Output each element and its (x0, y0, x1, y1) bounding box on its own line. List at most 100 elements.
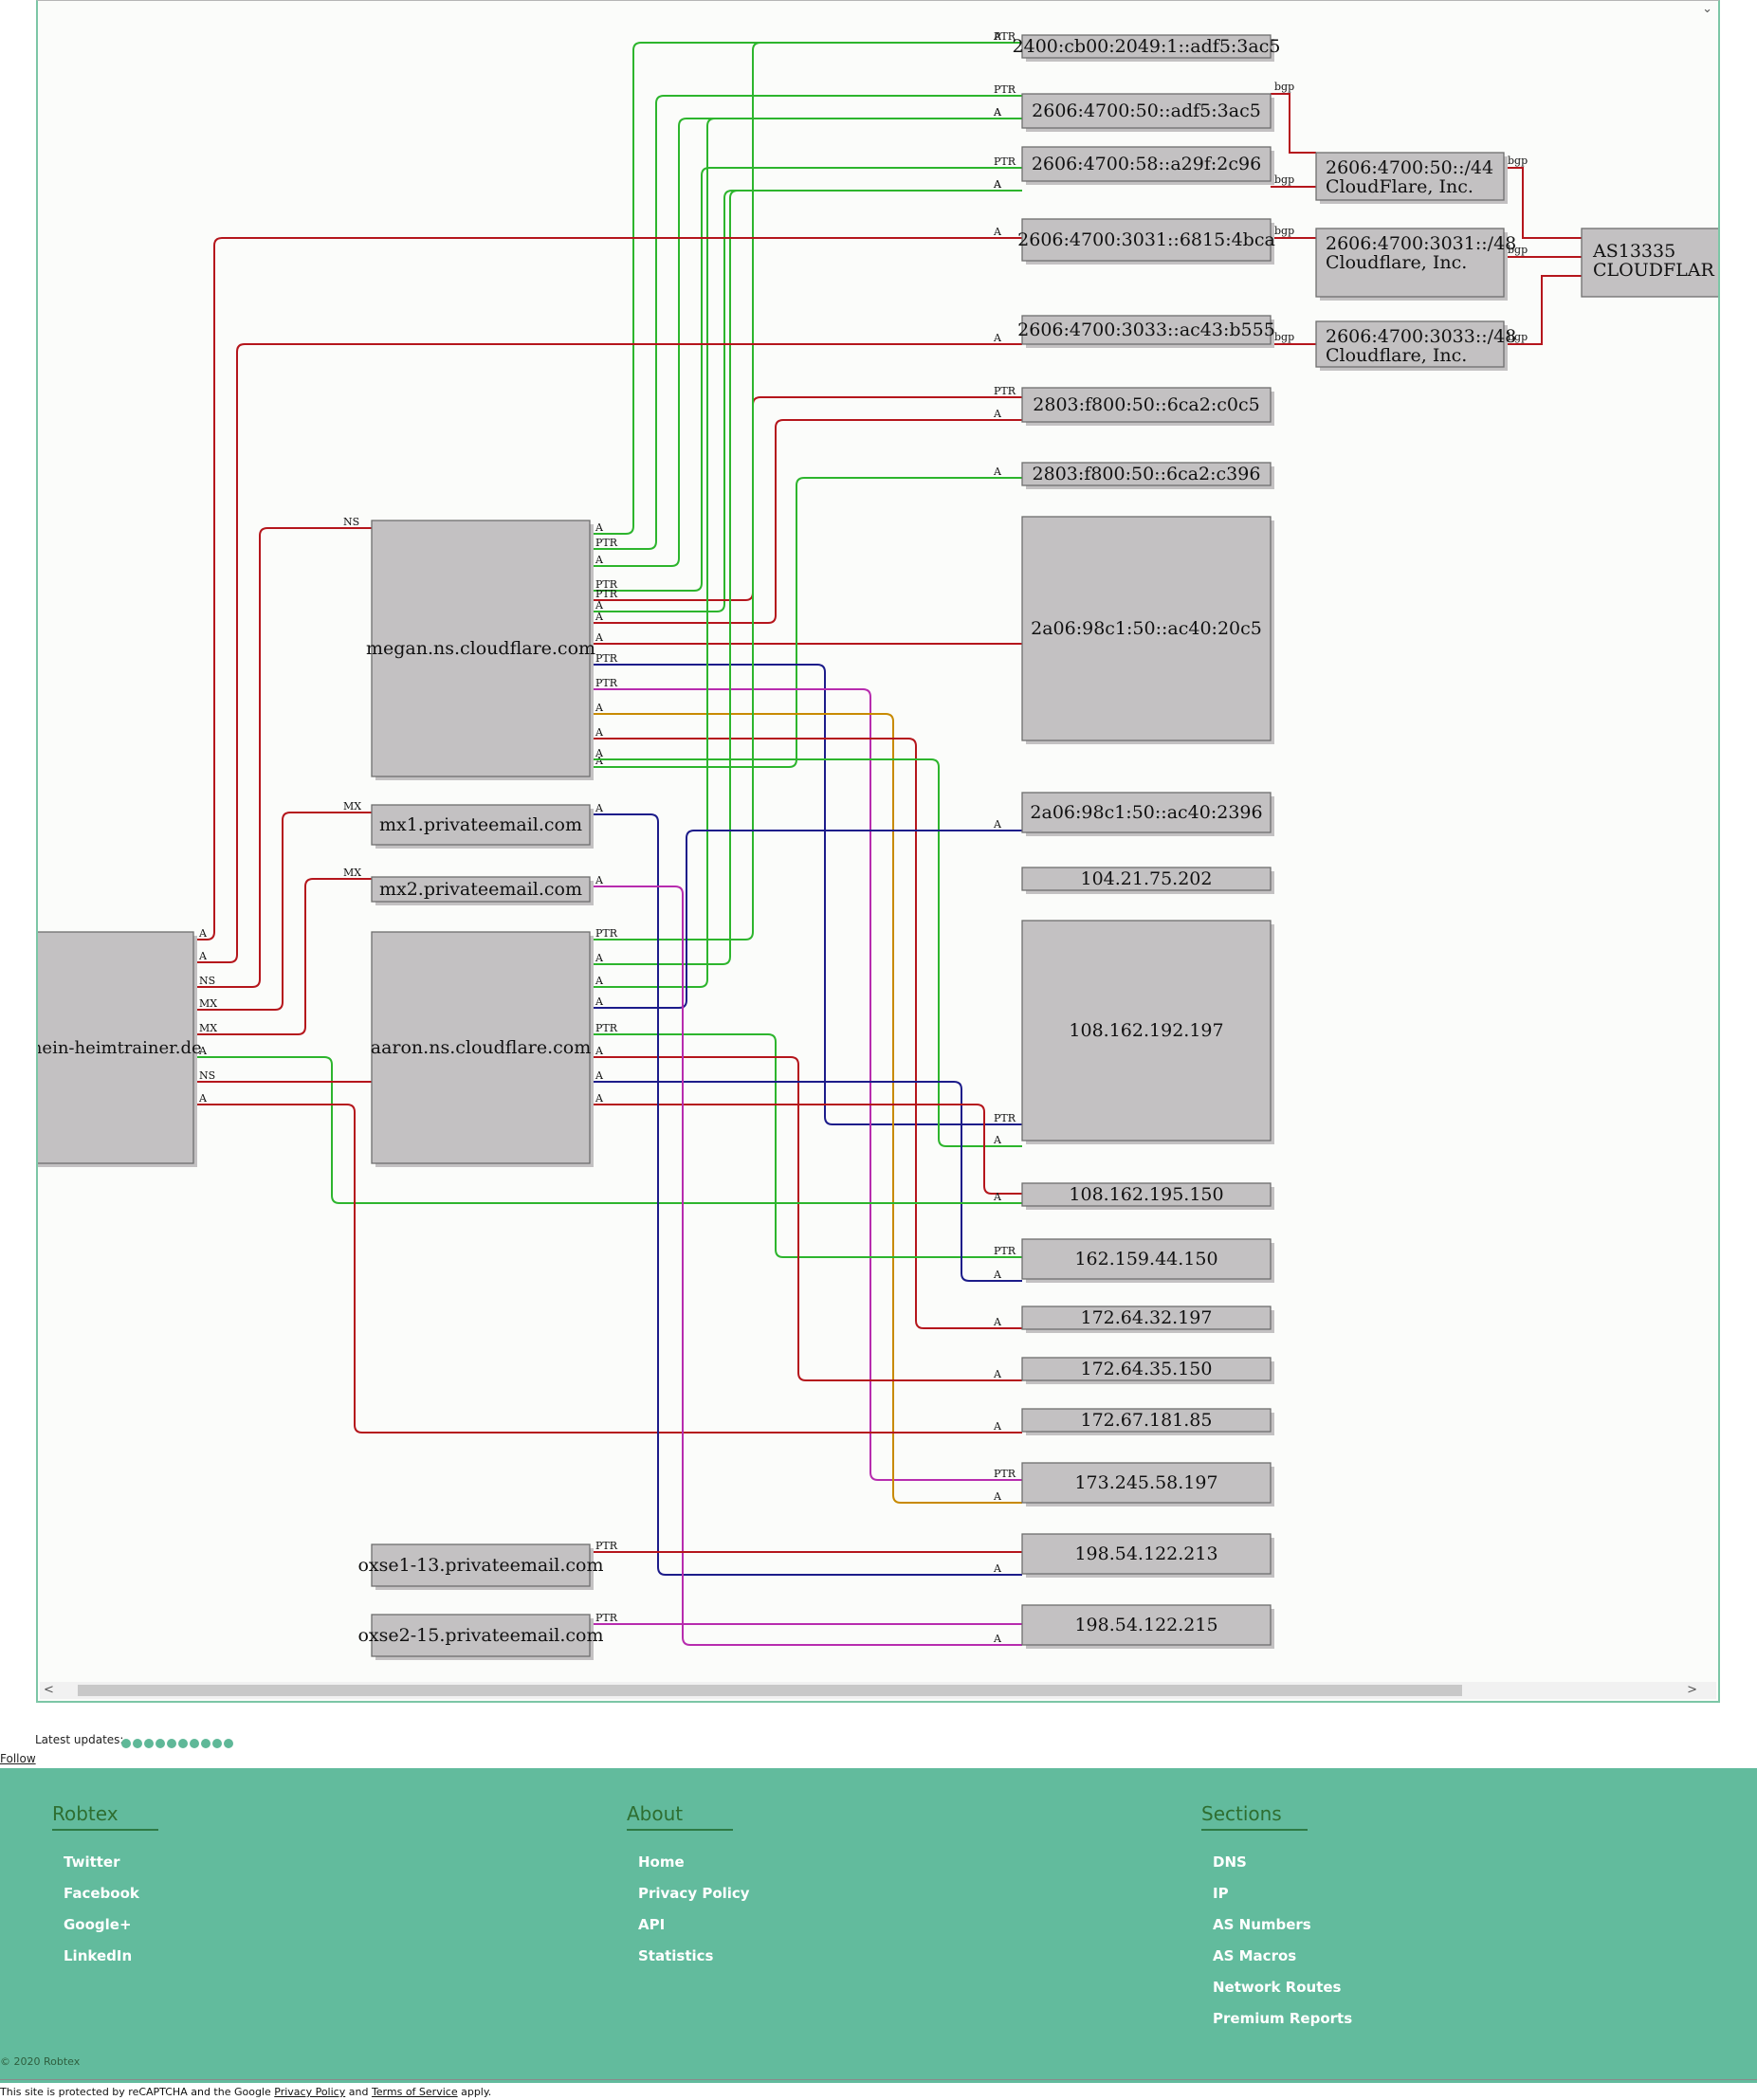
node-label: 2803:f800:50::6ca2:c396 (1033, 464, 1261, 484)
node-label: 2a06:98c1:50::ac40:20c5 (1031, 618, 1262, 639)
google-plus-link[interactable]: Google+ (64, 1916, 132, 1933)
node-label: 108.162.192.197 (1069, 1020, 1223, 1041)
dns-link[interactable]: DNS (1213, 1853, 1247, 1871)
node-label: mx2.privateemail.com (379, 879, 582, 900)
ip-node[interactable]: 2606:4700:3031::6815:4bca (1017, 218, 1275, 265)
privacy-policy-link[interactable]: Privacy Policy (638, 1885, 750, 1902)
edge-label: PTR (595, 927, 618, 940)
ip-node[interactable]: 2803:f800:50::6ca2:c0c5 (1021, 387, 1274, 426)
mail-node[interactable]: oxse1-13.privateemail.com (357, 1543, 604, 1590)
premium-reports-link[interactable]: Premium Reports (1213, 2010, 1353, 2027)
as-macros-link[interactable]: AS Macros (1213, 1947, 1297, 1964)
edge-label: MX (343, 867, 361, 879)
domain-node[interactable]: mein-heimtrainer.de (38, 931, 202, 1167)
update-dot[interactable] (190, 1739, 199, 1748)
scroll-left-arrow-icon[interactable]: < (44, 1683, 54, 1697)
linkedin-link[interactable]: LinkedIn (64, 1947, 133, 1964)
ip-node[interactable]: 198.54.122.213 (1021, 1533, 1274, 1578)
google-terms-link[interactable]: Terms of Service (371, 2086, 458, 2098)
mail-node[interactable]: mx2.privateemail.com (371, 876, 594, 905)
dns-edge (590, 419, 1022, 624)
edge-label: A (595, 521, 604, 534)
ip-node[interactable]: 173.245.58.197 (1021, 1462, 1274, 1507)
update-dot[interactable] (121, 1739, 131, 1748)
twitter-link[interactable]: Twitter (64, 1853, 120, 1871)
ip-node[interactable]: 2a06:98c1:50::ac40:2396 (1021, 792, 1274, 836)
ip-node[interactable]: 104.21.75.202 (1021, 867, 1274, 894)
node-label: oxse2-15.privateemail.com (357, 1625, 603, 1646)
ip-node[interactable]: 198.54.122.215 (1021, 1604, 1274, 1649)
edge-label: PTR (994, 385, 1016, 397)
edge-label: PTR (595, 1022, 618, 1034)
ip-node[interactable]: 172.64.32.197 (1021, 1306, 1274, 1333)
google-privacy-link[interactable]: Privacy Policy (274, 2086, 346, 2098)
ip-node[interactable]: 108.162.195.150 (1021, 1182, 1274, 1210)
update-dots[interactable] (121, 1734, 235, 1752)
edge-label: A (993, 1490, 1002, 1503)
ip-node[interactable]: 172.64.35.150 (1021, 1357, 1274, 1384)
edge-label: NS (199, 975, 215, 987)
ip-node[interactable]: 172.67.181.85 (1021, 1408, 1274, 1435)
edge-label: A (993, 226, 1002, 238)
update-dot[interactable] (212, 1739, 222, 1748)
footer-column-sections: Sections DNS IP AS Numbers AS Macros Net… (1201, 1802, 1352, 2041)
api-link[interactable]: API (638, 1916, 666, 1933)
ip-node[interactable]: 2a06:98c1:50::ac40:20c5 (1021, 516, 1274, 744)
edge-label: NS (343, 516, 359, 528)
ip-node[interactable]: 2400:cb00:2049:1::adf5:3ac5 (1013, 34, 1281, 62)
mail-node[interactable]: oxse2-15.privateemail.com (357, 1614, 604, 1660)
node-label: mx1.privateemail.com (379, 814, 582, 835)
node-label: oxse1-13.privateemail.com (357, 1555, 603, 1576)
scroll-right-arrow-icon[interactable]: > (1687, 1683, 1697, 1697)
edge-label: A (993, 106, 1002, 119)
node-label: 172.64.35.150 (1080, 1359, 1212, 1379)
edge-label: MX (199, 997, 217, 1010)
node-label: 173.245.58.197 (1074, 1472, 1217, 1493)
as-numbers-link[interactable]: AS Numbers (1213, 1916, 1311, 1933)
update-dot[interactable] (133, 1739, 142, 1748)
scrollbar-thumb[interactable] (78, 1685, 1462, 1696)
scroll-down-arrow-icon[interactable]: ⌄ (1702, 2, 1712, 16)
update-dot[interactable] (144, 1739, 154, 1748)
nameserver-node[interactable]: megan.ns.cloudflare.com (366, 520, 595, 780)
ip-node[interactable]: 2606:4700:50::adf5:3ac5 (1021, 93, 1274, 132)
facebook-link[interactable]: Facebook (64, 1885, 139, 1902)
as-number: AS13335 (1592, 241, 1675, 262)
update-dot[interactable] (224, 1739, 233, 1748)
ip-node[interactable]: 2606:4700:58::a29f:2c96 (1021, 146, 1274, 185)
ip-node[interactable]: 2606:4700:3033::ac43:b555 (1017, 315, 1275, 348)
home-link[interactable]: Home (638, 1853, 685, 1871)
mail-node[interactable]: mx1.privateemail.com (371, 804, 594, 849)
update-dot[interactable] (156, 1739, 165, 1748)
update-dot[interactable] (201, 1739, 210, 1748)
follow-link[interactable]: Follow (0, 1752, 36, 1765)
route-owner: Cloudflare, Inc. (1326, 252, 1467, 273)
update-dot[interactable] (167, 1739, 176, 1748)
edge-label: PTR (994, 83, 1016, 96)
footer: Robtex Twitter Facebook Google+ LinkedIn… (0, 1768, 1757, 2083)
dns-edge (590, 477, 1022, 768)
edge-label: A (595, 1069, 604, 1082)
edge-label: PTR (595, 578, 618, 591)
nameserver-node[interactable]: aaron.ns.cloudflare.com (371, 931, 594, 1167)
ip-link[interactable]: IP (1213, 1885, 1229, 1902)
footer-column-robtex: Robtex Twitter Facebook Google+ LinkedIn (52, 1802, 158, 1979)
ip-node[interactable]: 162.159.44.150 (1021, 1238, 1274, 1283)
dns-edge (590, 758, 1022, 1147)
horizontal-scrollbar[interactable]: < > (40, 1682, 1716, 1699)
ip-node[interactable]: 2803:f800:50::6ca2:c396 (1021, 462, 1274, 489)
ip-node[interactable]: 108.162.192.197 (1021, 920, 1274, 1144)
copyright: © 2020 Robtex (0, 2055, 81, 2068)
edge-label: PTR (595, 537, 618, 549)
statistics-link[interactable]: Statistics (638, 1947, 714, 1964)
edge-label: A (993, 332, 1002, 344)
network-routes-link[interactable]: Network Routes (1213, 1979, 1342, 1996)
edge-label: A (993, 1633, 1002, 1645)
update-dot[interactable] (178, 1739, 188, 1748)
dns-edge (590, 42, 1022, 535)
